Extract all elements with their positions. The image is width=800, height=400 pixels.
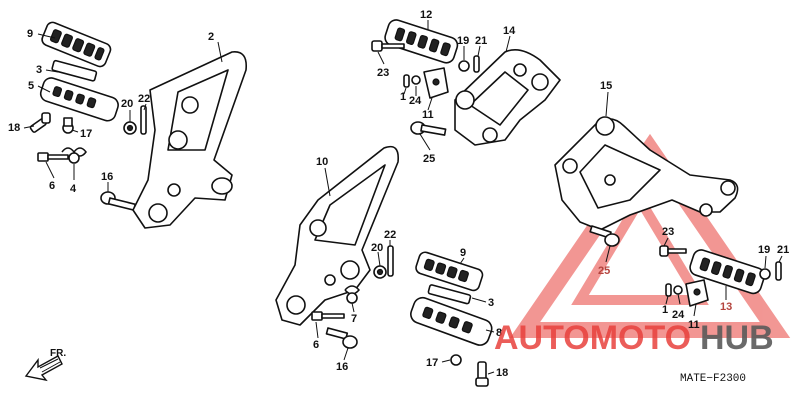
right-assembly <box>554 91 783 317</box>
callout-left-17: 17 <box>80 128 92 140</box>
right-washer-19 <box>759 268 771 280</box>
callout-right-25: 25 <box>598 265 610 277</box>
left-bolt-18 <box>29 112 51 133</box>
callout-top-14: 14 <box>503 25 516 37</box>
callout-left-2: 2 <box>208 31 214 43</box>
left-assembly <box>23 21 248 229</box>
callout-top-24: 24 <box>409 95 422 107</box>
top-bolt-25 <box>410 121 447 136</box>
callout-top-21: 21 <box>475 35 487 47</box>
callout-top-12: 12 <box>420 9 432 21</box>
mid-bolt-6 <box>311 311 345 321</box>
left-bolt-6 <box>37 152 69 162</box>
callout-mid-9: 9 <box>460 247 466 259</box>
callout-mid-6: 6 <box>313 339 319 351</box>
left-pin-22 <box>140 105 147 135</box>
top-bolt-23 <box>371 40 405 52</box>
right-bracket-15 <box>554 116 739 231</box>
callout-left-6: 6 <box>49 180 55 192</box>
right-pin-1 <box>665 283 672 297</box>
mid-peg-rubber-9 <box>415 251 484 292</box>
mid-footpeg-8 <box>410 296 493 346</box>
top-pin-21 <box>473 55 480 73</box>
callout-left-3: 3 <box>36 64 42 76</box>
diagram-code: MATE−F2300 <box>680 373 746 385</box>
callout-right-21: 21 <box>777 244 789 256</box>
top-peg-12 <box>384 19 459 64</box>
callout-right-19: 19 <box>758 244 770 256</box>
callout-right-11: 11 <box>688 319 700 331</box>
callout-left-16: 16 <box>101 171 113 183</box>
top-washer-19 <box>458 60 470 72</box>
callout-mid-17: 17 <box>426 357 438 369</box>
top-ball-24 <box>411 75 421 85</box>
callout-right-1: 1 <box>662 304 668 316</box>
callout-top-1: 1 <box>400 91 406 103</box>
callout-left-20: 20 <box>121 98 133 110</box>
callout-left-5: 5 <box>28 80 34 92</box>
callout-right-24: 24 <box>672 309 685 321</box>
mid-bolt-18 <box>475 361 489 387</box>
callout-mid-18: 18 <box>496 367 508 379</box>
left-bolt-16 <box>100 191 137 211</box>
mid-spring-7 <box>344 285 360 304</box>
right-pin-21 <box>775 261 782 281</box>
mid-pin-17 <box>450 354 462 366</box>
left-peg-plate <box>51 59 98 82</box>
top-assembly <box>371 19 561 151</box>
callout-left-18: 18 <box>8 122 20 134</box>
right-bolt-25 <box>589 225 620 247</box>
right-footpeg-13 <box>689 249 766 295</box>
left-spring <box>61 147 87 164</box>
watermark-text-hub: HUB <box>700 319 774 357</box>
callout-mid-3: 3 <box>488 297 494 309</box>
front-label: FR. <box>50 348 66 359</box>
left-peg-rubber <box>41 21 112 68</box>
callout-mid-20: 20 <box>371 242 383 254</box>
callout-top-19: 19 <box>457 35 469 47</box>
callout-top-25: 25 <box>423 153 435 165</box>
callout-mid-7: 7 <box>351 313 357 325</box>
left-pin-17 <box>62 117 74 134</box>
left-footpeg <box>39 77 119 122</box>
callout-left-22: 22 <box>138 93 150 105</box>
top-bracket-14 <box>454 49 561 146</box>
callout-labels: 9 2 3 5 20 22 18 17 6 4 16 12 19 21 14 2… <box>8 9 789 379</box>
callout-mid-16: 16 <box>336 361 348 373</box>
front-direction-arrow: FR. <box>24 348 66 382</box>
mid-bracket-10 <box>275 145 400 326</box>
mid-plate-3 <box>427 284 472 305</box>
callout-right-23: 23 <box>662 226 674 238</box>
callout-top-23: 23 <box>377 67 389 79</box>
callout-right-13: 13 <box>720 301 732 313</box>
middle-assembly <box>275 145 495 387</box>
callout-mid-10: 10 <box>316 156 328 168</box>
callout-left-4: 4 <box>70 183 77 195</box>
watermark-text-automoto: AUTOMOTO <box>494 319 691 357</box>
callout-left-9: 9 <box>27 28 33 40</box>
top-pin-1 <box>403 74 410 88</box>
mid-bolt-16 <box>325 327 358 349</box>
right-ball-24 <box>673 285 683 295</box>
callout-top-11: 11 <box>422 109 434 121</box>
watermark-text: AUTOMOTO HUB <box>494 319 774 357</box>
watermark-triangle-outer <box>509 133 791 338</box>
callout-mid-8: 8 <box>496 327 502 339</box>
callout-mid-22: 22 <box>384 229 396 241</box>
callout-right-15: 15 <box>600 80 612 92</box>
left-bracket <box>132 51 248 229</box>
mid-pin-22 <box>387 245 394 277</box>
